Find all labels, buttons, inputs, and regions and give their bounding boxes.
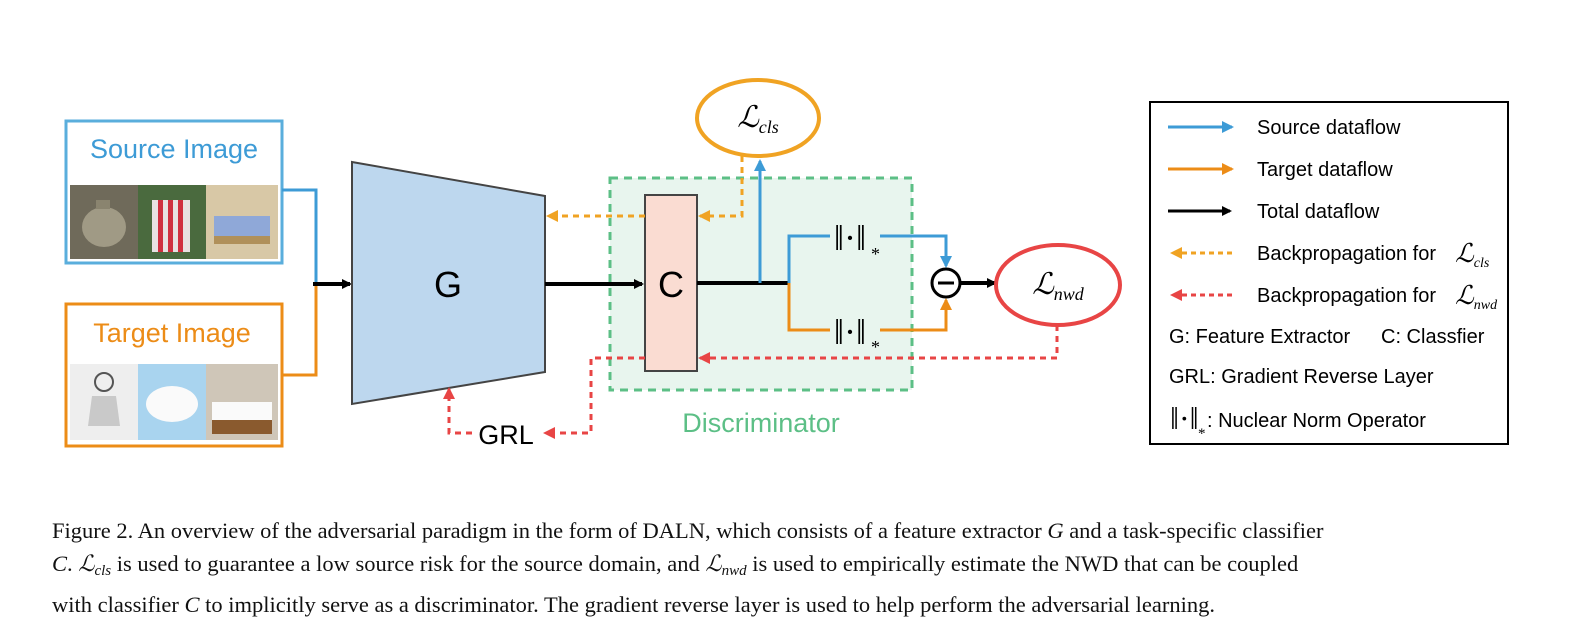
loss-nwd-label: ℒnwd <box>1032 268 1085 304</box>
discriminator-label: Discriminator <box>682 408 840 438</box>
source-thumbnails <box>70 185 278 259</box>
legend-backprop-cls-symbol: ℒcls <box>1455 239 1490 271</box>
target-norm-to-minus <box>880 298 952 332</box>
source-image-panel: Source Image <box>64 119 284 265</box>
legend-backprop-cls-label: Backpropagation for <box>1257 243 1436 265</box>
target-image-panel: Target Image <box>64 302 284 448</box>
svg-text:*: * <box>871 244 880 264</box>
legend-box <box>1149 101 1509 445</box>
loss-cls-node <box>695 78 821 158</box>
backprop-cls-flow <box>698 156 744 222</box>
source-image-title: Source Image <box>90 134 258 164</box>
legend-g-definition: G: Feature Extractor <box>1169 326 1351 348</box>
legend-norm-sub: * <box>1198 426 1206 442</box>
generator-label: G <box>434 264 462 305</box>
figure-caption: Figure 2. An overview of the adversarial… <box>52 518 1324 617</box>
legend-norm-symbol: ‖·‖ <box>1170 400 1199 436</box>
grl-to-g <box>443 387 472 435</box>
nuclear-norm-bottom: ‖·‖ * <box>834 312 880 357</box>
legend-total-label: Total dataflow <box>1257 201 1380 223</box>
target-image-title: Target Image <box>93 318 251 348</box>
generator-block <box>351 160 546 406</box>
source-norm-to-minus <box>880 234 952 268</box>
legend-c-definition: C: Classfier <box>1381 326 1485 348</box>
legend-target-label: Target dataflow <box>1257 159 1393 181</box>
nuclear-norm-top: ‖·‖ * <box>834 218 880 264</box>
svg-text:‖·‖: ‖·‖ <box>834 312 866 352</box>
loss-cls-label: ℒcls <box>737 101 779 137</box>
target-branch-to-norm <box>787 283 830 332</box>
target-thumbnails <box>70 364 278 440</box>
minus-icon <box>930 267 962 299</box>
dataflow-diagram: Discriminator Source Image Target Image <box>64 78 1509 450</box>
backprop-nwd-to-grl <box>543 356 645 439</box>
target-flow <box>282 284 318 377</box>
classifier-block <box>644 194 698 372</box>
source-flow <box>282 188 318 284</box>
classifier-label: C <box>658 264 684 305</box>
legend-norm-definition: : Nuclear Norm Operator <box>1207 410 1426 432</box>
legend-backprop-nwd-symbol: ℒnwd <box>1455 281 1498 313</box>
legend-backprop-nwd-label: Backpropagation for <box>1257 285 1436 307</box>
svg-text:*: * <box>871 337 880 357</box>
legend-grl-definition: GRL: Gradient Reverse Layer <box>1169 366 1434 388</box>
legend-source-label: Source dataflow <box>1257 117 1401 139</box>
backprop-nwd-flow <box>698 325 1059 364</box>
source-branch-to-norm <box>787 234 830 283</box>
grl-label: GRL <box>478 420 534 450</box>
svg-text:‖·‖: ‖·‖ <box>834 218 866 258</box>
